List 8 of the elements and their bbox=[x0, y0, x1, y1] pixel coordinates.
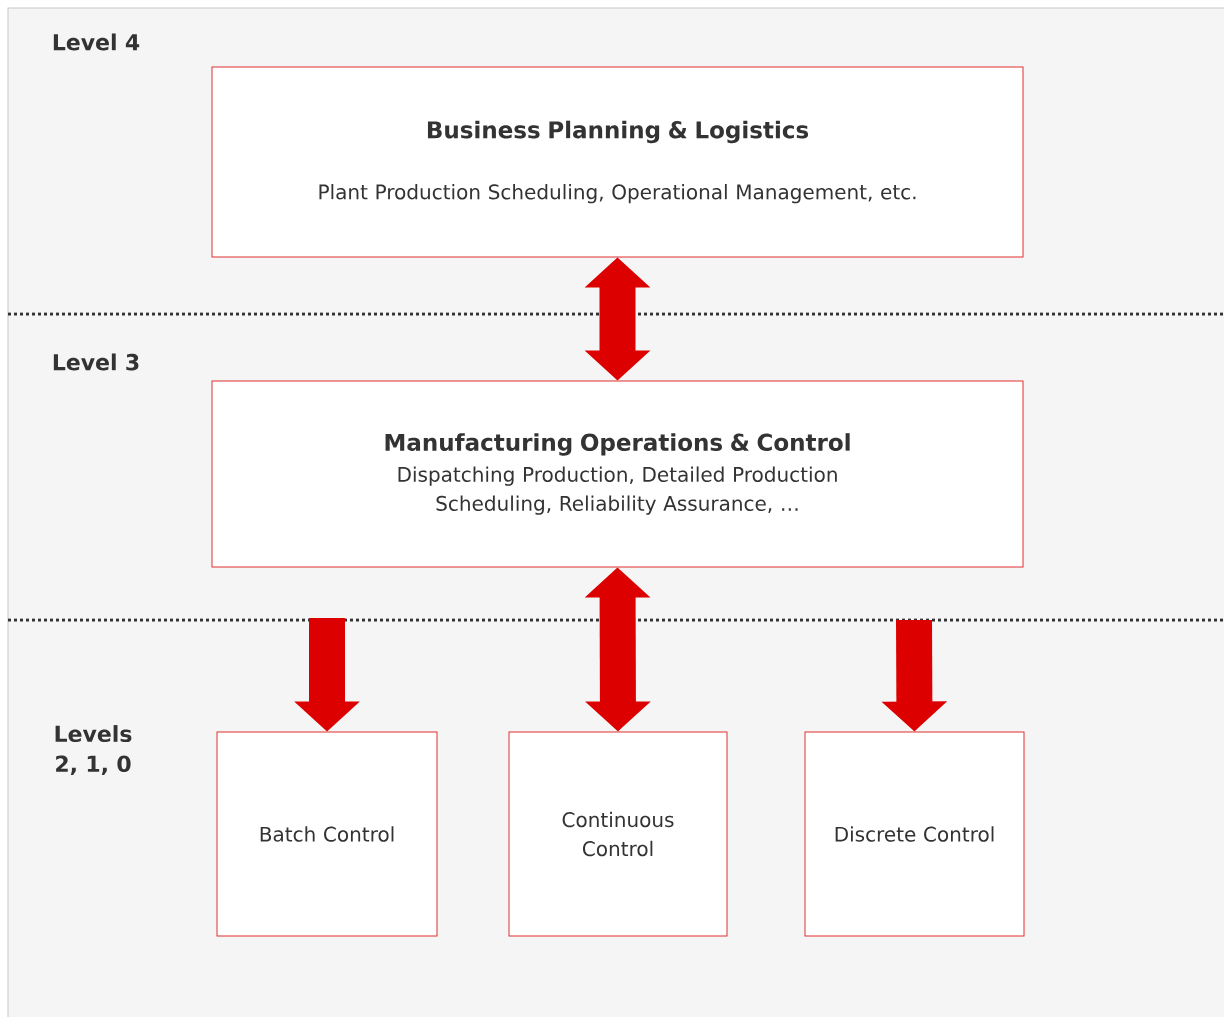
process-box: Discrete Control bbox=[804, 731, 1025, 937]
process-box: Manufacturing Operations & Control Dispatching Production, Detailed Production Scheduling, Reliability Assurance, … bbox=[211, 380, 1024, 568]
level-label: Levels 2, 1, 0 bbox=[55, 725, 132, 775]
process-box: Business Planning & Logistics Plant Production Scheduling, Operational Management, etc. bbox=[211, 66, 1024, 258]
process-box: Continuous Control bbox=[508, 731, 728, 937]
level-label: Level 4 bbox=[53, 33, 140, 51]
process-box: Batch Control bbox=[216, 731, 438, 937]
level-label: Level 3 bbox=[53, 353, 139, 371]
